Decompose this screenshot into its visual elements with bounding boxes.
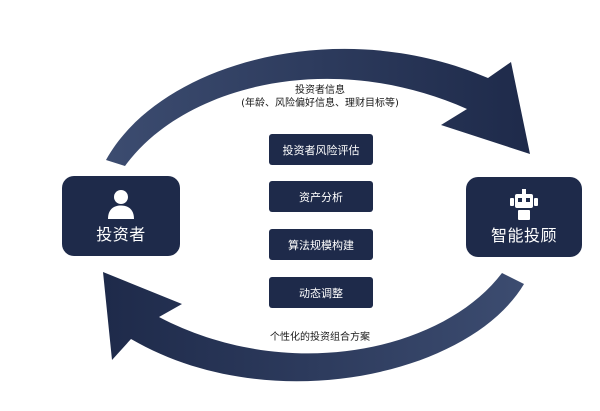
bottom-arrow <box>103 272 524 382</box>
investor-info-caption: 投资者信息 (年龄、风险偏好信息、理财目标等) <box>220 84 420 110</box>
top-arrow <box>106 48 530 166</box>
investor-info-title: 投资者信息 <box>295 85 345 96</box>
investor-node: 投资者 <box>62 176 180 256</box>
step-risk-assessment: 投资者风险评估 <box>269 134 373 165</box>
robo-advisor-label: 智能投顾 <box>490 226 557 245</box>
robo-advisor-node: 智能投顾 <box>466 177 582 257</box>
investor-info-detail: (年龄、风险偏好信息、理财目标等) <box>241 98 399 109</box>
step-algorithm-building: 算法规模构建 <box>269 229 373 260</box>
robot-icon <box>510 189 538 220</box>
step-dynamic-adjustment: 动态调整 <box>269 277 373 308</box>
investor-label: 投资者 <box>96 225 146 244</box>
portfolio-plan-caption: 个性化的投资组合方案 <box>270 332 370 343</box>
step-asset-analysis: 资产分析 <box>269 181 373 212</box>
person-icon <box>108 190 134 219</box>
